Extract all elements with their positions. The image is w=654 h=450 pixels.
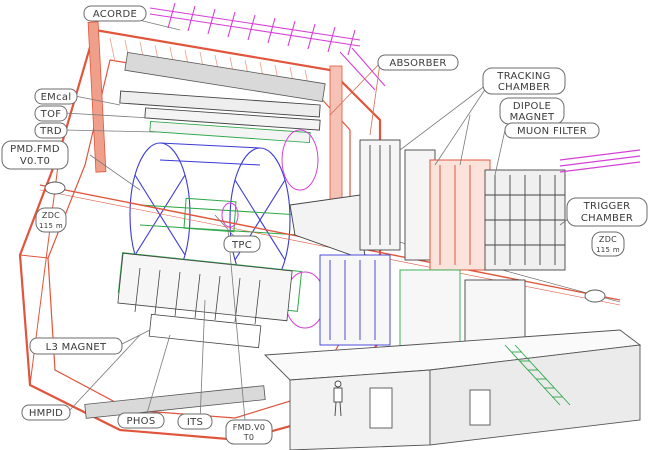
svg-text:FMD.V0: FMD.V0 <box>233 423 266 432</box>
label-emcal: EMcal <box>34 88 78 105</box>
svg-text:TRACKING: TRACKING <box>496 71 550 82</box>
svg-text:ABSORBER: ABSORBER <box>389 58 446 69</box>
label-l3-magnet: L3 MAGNET <box>29 337 123 355</box>
svg-text:V0.T0: V0.T0 <box>20 156 50 167</box>
svg-text:EMcal: EMcal <box>41 92 72 103</box>
central-barrel <box>117 90 326 349</box>
label-its: ITS <box>177 413 213 430</box>
svg-text:CHAMBER: CHAMBER <box>498 82 550 93</box>
svg-text:T0: T0 <box>243 433 255 442</box>
svg-text:L3 MAGNET: L3 MAGNET <box>46 342 107 353</box>
svg-text:TRIGGER: TRIGGER <box>583 201 631 212</box>
label-muon-filter: MUON FILTER <box>504 122 600 139</box>
svg-text:HMPID: HMPID <box>29 408 63 419</box>
svg-text:ACORDE: ACORDE <box>93 9 137 20</box>
svg-text:MAGNET: MAGNET <box>510 112 555 123</box>
phos-grid <box>117 252 293 349</box>
svg-text:TPC: TPC <box>231 240 252 251</box>
label-zdc-left: ZDC 115 m <box>35 207 67 233</box>
svg-text:115 m: 115 m <box>596 246 620 254</box>
muon-arm <box>289 139 641 361</box>
svg-text:TRD: TRD <box>39 126 62 137</box>
svg-text:TOF: TOF <box>40 109 62 120</box>
tracking-chambers <box>359 139 436 261</box>
label-tof: TOF <box>34 105 68 122</box>
svg-text:MUON FILTER: MUON FILTER <box>517 126 587 137</box>
emcal-module <box>119 90 321 118</box>
zdc-left-cylinder <box>44 181 66 195</box>
muon-pipes <box>559 149 641 173</box>
label-hmpid: HMPID <box>21 404 71 421</box>
label-tpc: TPC <box>223 235 261 253</box>
base-platform <box>263 329 642 450</box>
svg-text:PMD.FMD: PMD.FMD <box>10 144 60 155</box>
muon-filter-block <box>484 169 566 271</box>
svg-text:ITS: ITS <box>187 417 203 428</box>
label-acorde: ACORDE <box>83 5 147 22</box>
human-figure <box>333 380 343 417</box>
l3-coil-top <box>124 52 326 102</box>
label-trigger-chamber: TRIGGER CHAMBER <box>566 197 648 227</box>
label-pmd-fmd: PMD.FMD V0.T0 <box>1 140 69 170</box>
svg-text:115 m: 115 m <box>39 222 63 230</box>
platform-front <box>289 369 431 450</box>
l3-magnet-frame <box>18 21 382 442</box>
svg-text:DIPOLE: DIPOLE <box>513 101 551 112</box>
label-dipole-magnet: DIPOLE MAGNET <box>499 97 565 125</box>
absorber-cone <box>289 194 366 261</box>
stairs <box>504 344 571 406</box>
tof-module <box>144 107 321 131</box>
svg-text:PHOS: PHOS <box>127 416 156 427</box>
acorde-array <box>149 2 386 91</box>
trd-module <box>149 120 311 144</box>
label-absorber: ABSORBER <box>377 54 459 71</box>
label-zdc-right: ZDC 115 m <box>591 231 625 257</box>
dipole-magnet <box>429 159 491 271</box>
label-phos: PHOS <box>117 412 165 429</box>
lower-chambers <box>319 254 526 361</box>
label-tracking-chamber: TRACKING CHAMBER <box>482 67 566 95</box>
l3-coil-bottom <box>84 385 266 419</box>
svg-text:ZDC: ZDC <box>599 235 617 244</box>
svg-text:CHAMBER: CHAMBER <box>581 213 633 224</box>
svg-text:ZDC: ZDC <box>42 211 60 220</box>
label-fmd-v0: FMD.V0 T0 <box>225 419 273 445</box>
zdc-right-cylinder <box>584 289 606 303</box>
label-trd: TRD <box>34 122 68 139</box>
